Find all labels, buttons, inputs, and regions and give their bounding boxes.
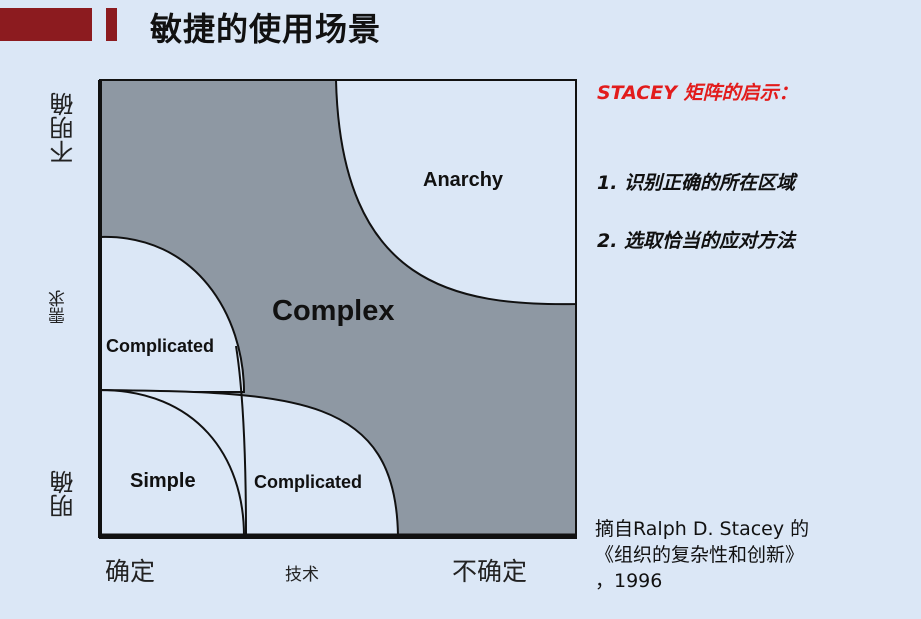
citation: 摘自Ralph D. Stacey 的 《组织的复杂性和创新》 ，1996 <box>595 516 809 594</box>
x-axis-label-uncertain: 不确定 <box>452 557 528 586</box>
anarchy-region <box>334 79 577 306</box>
label-anarchy: Anarchy <box>423 169 504 191</box>
citation-line-1: 摘自Ralph D. Stacey 的 <box>595 518 810 540</box>
citation-line-2: 《组织的复杂性和创新》 <box>595 544 805 566</box>
slide-title: 敏捷的使用场景 <box>150 10 382 48</box>
x-axis-label-certain: 确定 <box>105 557 156 586</box>
label-complicated-bottom: Complicated <box>254 472 362 492</box>
title-accent-bar-small <box>106 8 117 41</box>
y-axis-label-requirements: 需求 <box>49 290 69 324</box>
complicated-region-bottom <box>99 388 400 537</box>
title-accent-bar <box>0 8 92 41</box>
insight-item-method: 2. 选取恰当的应对方法 <box>597 230 796 252</box>
y-axis-label-clear: 明确 <box>50 470 78 518</box>
complicated-region-left <box>99 235 246 393</box>
citation-line-3: ，1996 <box>595 570 663 592</box>
label-simple: Simple <box>130 470 196 492</box>
stacey-matrix: Anarchy Complex Complicated Simple Compl… <box>98 79 577 539</box>
label-complicated-left: Complicated <box>106 336 214 356</box>
label-complex: Complex <box>272 295 394 327</box>
simple-region-boundary <box>99 389 245 537</box>
insight-item-identify: 1. 识别正确的所在区域 <box>597 172 796 194</box>
complicated-left-boundary <box>235 345 247 537</box>
x-axis-label-technology: 技术 <box>285 565 319 585</box>
insight-heading: STACEY 矩阵的启示： <box>597 82 798 104</box>
y-axis-label-unclear: 不明确 <box>50 92 78 164</box>
